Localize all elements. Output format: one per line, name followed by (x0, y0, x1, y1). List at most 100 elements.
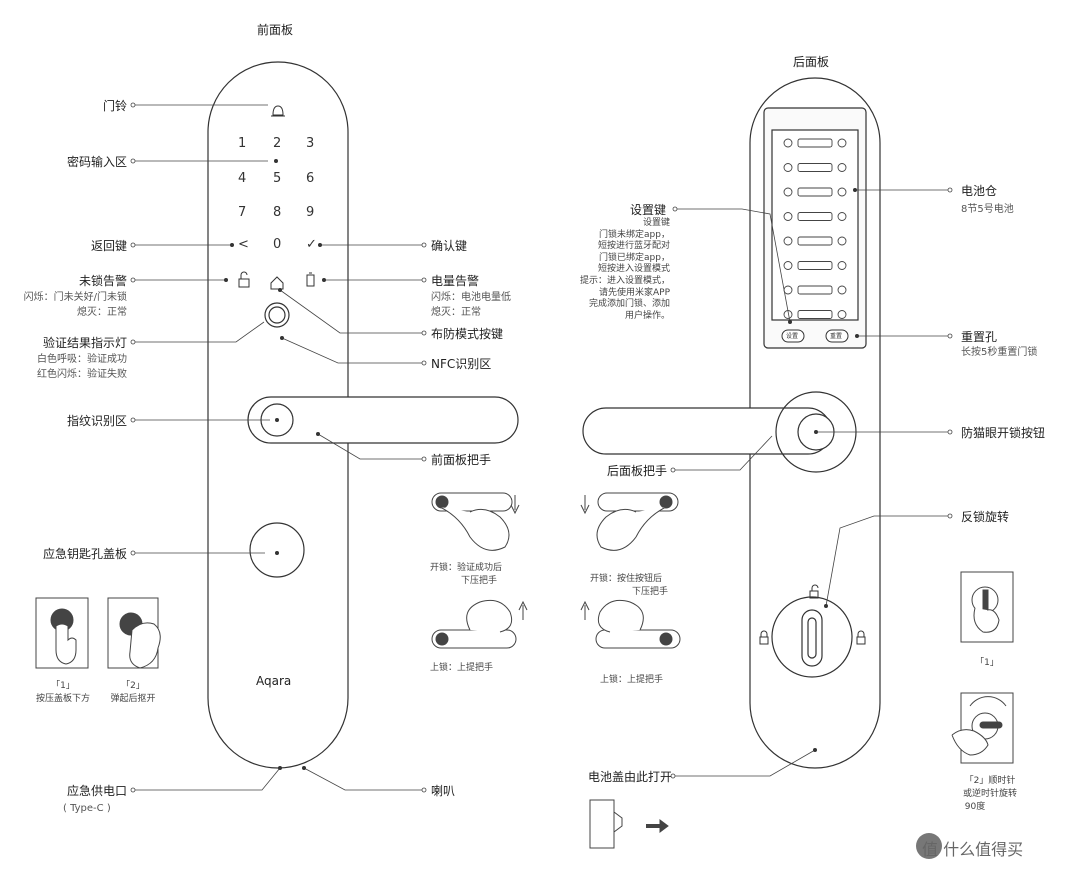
reset-button (825, 329, 849, 343)
back-lock-gesture (580, 599, 681, 649)
back-lock-caption: 上锁：上提把手 (600, 675, 664, 685)
front-unlock-caption-2: 下压把手 (461, 576, 498, 586)
key-9[interactable]: 9 (306, 205, 315, 220)
label-emergency-key: 应急钥匙孔盖板 (42, 547, 127, 561)
keypad: 1 2 3 4 5 6 7 8 9 < 0 ✓ (228, 136, 328, 256)
key-step1-num: 「1」 (51, 681, 75, 691)
label-anti-peep: 防猫眼开锁按钮 (961, 426, 1046, 440)
label-doorbell: 门铃 (102, 99, 127, 113)
key-step2-num: 「2」 (121, 681, 145, 691)
key-step2-text: 弹起后抠开 (110, 694, 156, 704)
label-battery-cover: 电池盖由此打开 (588, 770, 673, 784)
key-5[interactable]: 5 (273, 171, 282, 186)
knob-step2-line3: 90度 (964, 802, 986, 812)
bell-icon (271, 105, 285, 117)
settings-desc-line: 请先使用米家APP (598, 287, 670, 298)
label-fingerprint: 指纹识别区 (66, 414, 127, 428)
key-3[interactable]: 3 (306, 136, 315, 151)
settings-button-label[interactable]: 设置 (786, 333, 799, 340)
key-8[interactable]: 8 (273, 205, 282, 220)
front-panel-title: 前面板 (257, 23, 294, 37)
label-confirm-key: 确认键 (431, 239, 468, 253)
brand-logo: Aqara (256, 674, 292, 688)
key-step1-illustration (35, 597, 89, 669)
back-unlock-caption-1: 开锁：按住按钮后 (590, 574, 663, 584)
battery-cell-part (837, 187, 847, 197)
front-unlock-caption-1: 开锁：验证成功后 (430, 563, 503, 573)
knob-step2-illustration (951, 692, 1014, 764)
battery-cell-part (797, 212, 833, 221)
front-lock-caption: 上锁：上提把手 (430, 663, 494, 673)
emergency-key-cover (249, 522, 305, 578)
key-0[interactable]: 0 (273, 237, 282, 252)
battery-cell-part (783, 236, 793, 246)
label-unlock-alarm: 未锁告警 (78, 274, 127, 288)
verify-light-desc-2: 红色闪烁：验证失败 (37, 369, 127, 380)
label-arm-button: 布防模式按键 (431, 327, 504, 341)
key-7[interactable]: 7 (238, 205, 247, 220)
front-unlock-gesture (431, 492, 520, 551)
front-handle (247, 396, 519, 444)
battery-cell-part (837, 212, 847, 221)
reset-button-label[interactable]: 重置 (830, 333, 843, 340)
deadlock-knob (771, 596, 853, 678)
unlock-alarm-desc-1: 闪烁：门未关好/门未锁 (23, 292, 127, 303)
battery-cell-part (797, 187, 833, 197)
battery-cell-part (797, 163, 833, 172)
settings-desc-line: 设置键 (642, 218, 670, 228)
front-lock-gesture (431, 599, 528, 649)
reset-hole-desc: 长按5秒重置门锁 (961, 347, 1038, 358)
label-speaker: 喇叭 (431, 784, 456, 798)
knob-step1-num: 「1」 (975, 658, 999, 668)
label-emergency-power: 应急供电口 (66, 784, 127, 798)
label-battery-box: 电池仓 (961, 184, 998, 198)
settings-desc-line: 门锁未绑定app， (599, 229, 670, 240)
battery-cell-part (837, 163, 847, 172)
settings-desc-line: 用户操作。 (624, 310, 670, 321)
battery-cells (783, 138, 847, 319)
unlocked-padlock-icon (238, 271, 250, 288)
battery-alarm-desc-2: 熄灭：正常 (431, 307, 481, 318)
verify-light-desc-1: 白色呼吸：验证成功 (37, 354, 127, 365)
back-panel-title: 后面板 (793, 55, 830, 69)
settings-desc-line: 完成添加门锁、添加 (588, 299, 670, 310)
key-2[interactable]: 2 (273, 136, 282, 151)
knob-step1-illustration (960, 571, 1014, 643)
label-battery-alarm: 电量告警 (431, 274, 480, 288)
key-4[interactable]: 4 (238, 171, 247, 186)
label-verify-light: 验证结果指示灯 (42, 336, 127, 350)
battery-cell-part (837, 310, 847, 319)
knob-step2-line1: 「2」顺时针 (964, 776, 1016, 786)
label-reset-hole: 重置孔 (961, 330, 998, 344)
watermark-text: 值 什么值得买 (922, 840, 1024, 859)
battery-cell-part (797, 310, 833, 319)
battery-box-desc: 8节5号电池 (961, 204, 1014, 215)
back-handle (582, 407, 832, 455)
label-deadlock: 反锁旋转 (961, 510, 1010, 524)
settings-desc-line: 短按进入设置模式 (597, 264, 670, 275)
key-6[interactable]: 6 (306, 171, 315, 186)
settings-desc-line: 短按进行蓝牙配对 (597, 241, 670, 252)
home-arm-icon (270, 276, 284, 290)
locked-padlock-icon-right (856, 630, 866, 645)
battery-cell-part (837, 261, 847, 270)
key-back[interactable]: < (238, 237, 249, 252)
battery-cover-illustration (589, 799, 669, 849)
label-password-area: 密码输入区 (66, 155, 127, 169)
key-confirm[interactable]: ✓ (306, 237, 317, 252)
verify-light-ring (264, 302, 290, 328)
label-settings-key: 设置键 (630, 203, 667, 217)
battery-cell-part (797, 138, 833, 148)
unlock-alarm-desc-2: 熄灭：正常 (77, 307, 127, 318)
back-unlock-caption-2: 下压把手 (632, 587, 669, 597)
label-front-handle: 前面板把手 (431, 453, 492, 467)
battery-cell-part (783, 163, 793, 172)
key-1[interactable]: 1 (238, 136, 247, 151)
emergency-power-type: ( Type-C ) (63, 803, 111, 814)
battery-cell-part (837, 138, 847, 148)
knob-step2-line2: 或逆时针旋转 (962, 789, 1017, 799)
settings-button (781, 329, 805, 343)
battery-cell-part (783, 138, 793, 148)
battery-alarm-desc-1: 闪烁：电池电量低 (431, 292, 511, 303)
